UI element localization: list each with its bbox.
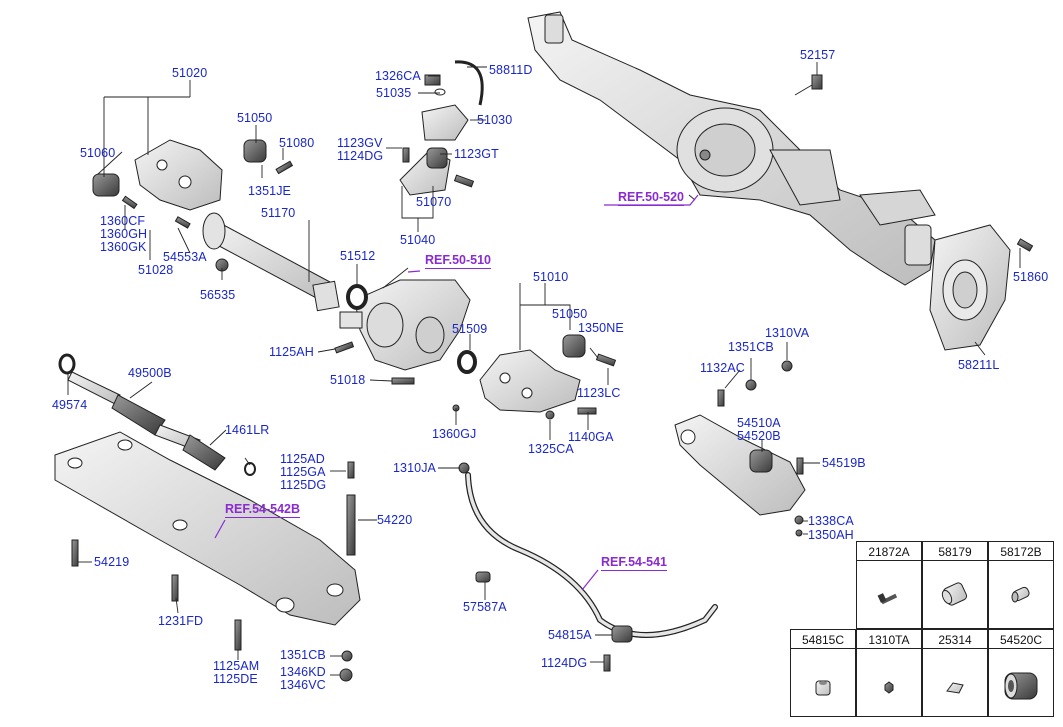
part-label-51018: 51018 xyxy=(330,373,366,387)
ref-link-50-520[interactable]: REF.50-520 xyxy=(618,190,685,206)
part-label-51040: 51040 xyxy=(400,233,436,247)
part-label-1360-group: 1360CF 1360GH 1360GK xyxy=(100,214,148,254)
legend-cell-25314[interactable]: 25314 xyxy=(922,629,988,717)
part-label-1338CA: 1338CA xyxy=(808,514,854,528)
part-label-51512: 51512 xyxy=(340,249,376,263)
legend-cell-58179[interactable]: 58179 xyxy=(922,541,988,629)
part-label-54553A: 54553A xyxy=(163,250,207,264)
part-label-1346KD-1346VC: 1346KD 1346VC xyxy=(280,665,326,692)
bushing-icon xyxy=(941,582,968,606)
part-label-1326CA: 1326CA xyxy=(375,69,421,83)
part-label-49574: 49574 xyxy=(52,398,88,412)
clip-icon xyxy=(946,682,964,694)
part-label-1140GA: 1140GA xyxy=(568,430,614,444)
part-label-51170: 51170 xyxy=(261,206,296,220)
lower-control-arm xyxy=(674,414,806,516)
part-label-54220: 54220 xyxy=(377,513,413,527)
ref-link-54-541[interactable]: REF.54-541 xyxy=(601,555,668,571)
part-label-56535: 56535 xyxy=(200,288,236,302)
drive-shaft-49500B xyxy=(58,353,256,476)
nut-icon xyxy=(884,681,894,694)
stabilizer-bar xyxy=(465,472,718,638)
part-label-1123GV-1124DG: 1123GV 1124DG xyxy=(337,136,384,163)
part-label-51028: 51028 xyxy=(138,263,174,277)
brake-backing-plate xyxy=(929,224,1011,351)
legend-cell-1310TA[interactable]: 1310TA xyxy=(856,629,922,717)
bolt-icon xyxy=(877,593,898,605)
part-label-54219: 54219 xyxy=(94,555,130,569)
part-label-1350AH: 1350AH xyxy=(808,528,854,542)
part-label-1351JE: 1351JE xyxy=(248,184,291,198)
seal-51509 xyxy=(457,350,477,374)
seal-51512 xyxy=(346,284,368,310)
legend-code: 58179 xyxy=(938,545,972,559)
part-label-1360GJ: 1360GJ xyxy=(432,427,477,441)
part-label-1132AC: 1132AC xyxy=(700,361,745,375)
drive-shaft-tube xyxy=(202,212,340,312)
part-label-1310JA: 1310JA xyxy=(393,461,436,475)
part-label-58811D: 58811D xyxy=(489,63,533,77)
part-label-54815A: 54815A xyxy=(548,628,592,642)
part-label-51509: 51509 xyxy=(452,322,488,336)
bracket-51030 xyxy=(399,60,484,196)
bolt-52157 xyxy=(811,74,823,90)
part-label-51070: 51070 xyxy=(416,195,452,209)
legend-code: 58172B xyxy=(1000,545,1042,559)
part-label-1125AH: 1125AH xyxy=(269,345,314,359)
legend-cell-54520C[interactable]: 54520C xyxy=(988,629,1054,717)
ref-link-50-510[interactable]: REF.50-510 xyxy=(425,253,492,269)
bushing-small-icon xyxy=(815,680,831,696)
part-label-51050-upper: 51050 xyxy=(237,111,273,125)
part-label-51050-lower: 51050 xyxy=(552,307,588,321)
part-label-51020: 51020 xyxy=(172,66,208,80)
part-label-1124DG: 1124DG xyxy=(541,656,588,670)
mount-bracket-51020 xyxy=(92,139,267,211)
part-label-1351CB-upper: 1351CB xyxy=(728,340,774,354)
part-label-58211L: 58211L xyxy=(958,358,1000,372)
part-label-51060: 51060 xyxy=(80,146,116,160)
part-label-54519B: 54519B xyxy=(822,456,866,470)
part-label-1123LC: 1123LC xyxy=(577,386,621,400)
part-label-1125AM-1125DE: 1125AM 1125DE xyxy=(213,659,260,686)
part-label-51080: 51080 xyxy=(279,136,315,150)
part-label-51010: 51010 xyxy=(533,270,569,284)
legend-code: 54815C xyxy=(801,633,845,647)
part-label-52157: 52157 xyxy=(800,48,836,62)
leader-lines xyxy=(67,62,1021,676)
crossmember xyxy=(54,431,361,626)
part-label-1231FD: 1231FD xyxy=(158,614,204,628)
differential-carrier xyxy=(339,279,471,371)
part-label-51860: 51860 xyxy=(1013,270,1049,284)
part-label-49500B: 49500B xyxy=(128,366,172,380)
fasteners xyxy=(71,74,804,682)
plug-icon xyxy=(1011,586,1030,603)
part-label-1350NE: 1350NE xyxy=(578,321,624,335)
part-label-51030: 51030 xyxy=(477,113,513,127)
rear-axle-housing xyxy=(527,11,936,286)
part-label-1325CA: 1325CA xyxy=(528,442,574,456)
legend-code: 21872A xyxy=(868,545,910,559)
part-label-51035: 51035 xyxy=(376,86,412,100)
bushing-large-icon xyxy=(1004,672,1038,700)
legend-code: 1310TA xyxy=(868,633,910,647)
legend-cell-54815C[interactable]: 54815C xyxy=(790,629,856,717)
part-label-54510A-54520B: 54510A 54520B xyxy=(737,416,781,443)
legend-code: 25314 xyxy=(938,633,972,647)
part-label-57587A: 57587A xyxy=(463,600,507,614)
legend-cell-58172B[interactable]: 58172B xyxy=(988,541,1054,629)
mount-bracket-51010 xyxy=(479,334,586,413)
ref-link-54-542B[interactable]: REF.54-542B xyxy=(225,502,301,518)
part-label-1125AD-group: 1125AD 1125GA 1125DG xyxy=(280,452,327,492)
part-label-1310VA: 1310VA xyxy=(765,326,810,340)
parts-legend-table: 21872A 58179 58172B 54815C 1310TA xyxy=(790,541,1054,718)
bolt-51860 xyxy=(1016,238,1034,252)
part-label-1461LR: 1461LR xyxy=(225,423,270,437)
legend-code: 54520C xyxy=(999,633,1043,647)
part-label-1123GT: 1123GT xyxy=(454,147,499,161)
part-label-1351CB-lower: 1351CB xyxy=(280,648,326,662)
legend-cell-21872A[interactable]: 21872A xyxy=(856,541,922,629)
